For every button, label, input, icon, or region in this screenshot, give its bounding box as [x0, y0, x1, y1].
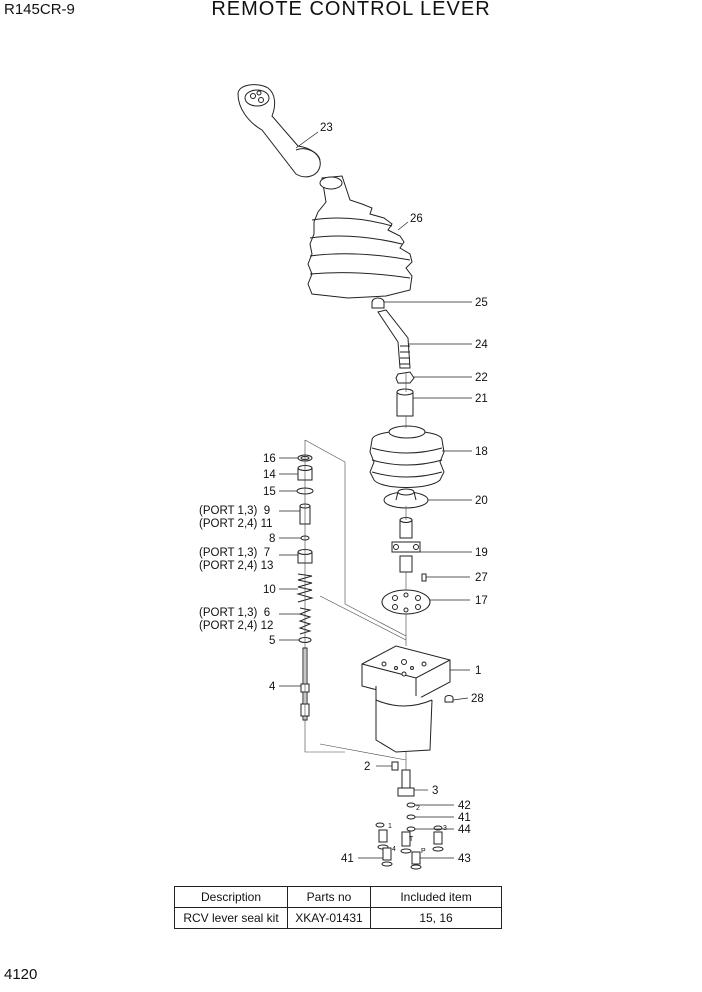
callout-27: 27: [475, 572, 488, 584]
nut: [395, 371, 415, 384]
callout-12: (PORT 2,4) 12: [199, 620, 273, 632]
port-mark-3: 3: [443, 825, 447, 832]
callout-13: (PORT 2,4) 13: [199, 560, 273, 572]
callout-8: 8: [269, 533, 275, 545]
small-plug: [444, 695, 454, 703]
callout-3: 3: [432, 785, 438, 797]
callout-16: 16: [263, 453, 276, 465]
callout-17: 17: [475, 595, 488, 607]
callout-14: 14: [263, 469, 276, 481]
leader-lines: [279, 131, 472, 859]
rubber-boot: [307, 175, 413, 299]
callout-18: 18: [475, 446, 488, 458]
spring-6: [298, 607, 312, 635]
fitting-T: [400, 831, 412, 854]
table-row: RCV lever seal kit XKAY-01431 15, 16: [174, 907, 502, 929]
callout-2: 2: [364, 761, 370, 773]
callout-43: 43: [458, 853, 471, 865]
pin: [421, 573, 427, 582]
page-number: 4120: [4, 966, 38, 983]
callout-1: 1: [475, 665, 481, 677]
spring-10: [296, 573, 314, 603]
callout-21: 21: [475, 393, 488, 405]
header-included-item: Included item: [370, 886, 502, 908]
header-description: Description: [174, 886, 288, 908]
callout-5: 5: [269, 635, 275, 647]
plate-disc: [381, 589, 431, 615]
callout-24: 24: [475, 339, 488, 351]
plug: [391, 761, 399, 771]
port-mark-1: 1: [388, 823, 392, 830]
callout-28: 28: [471, 693, 484, 705]
callout-25: 25: [475, 297, 488, 309]
fitting-4: [381, 847, 393, 867]
page-title: REMOTE CONTROL LEVER: [211, 0, 491, 20]
fitting-P: [410, 851, 422, 870]
callout-20: 20: [475, 495, 488, 507]
casing: [361, 645, 451, 753]
callout-15: 15: [263, 486, 276, 498]
port-mark-4: 4: [392, 846, 396, 853]
cell-included-item: 15, 16: [370, 907, 502, 929]
port-mark-2: 2: [416, 805, 420, 812]
fitting-1: [377, 829, 389, 850]
callout-7: (PORT 1,3) 7: [199, 547, 270, 559]
callout-6: (PORT 1,3) 6: [199, 607, 270, 619]
bellows-boot: [369, 425, 445, 488]
callout-22: 22: [475, 372, 488, 384]
rod-cap: [371, 297, 385, 309]
seal-kit-table: Description Parts no Included item RCV l…: [174, 886, 502, 929]
callout-42: 42: [458, 800, 471, 812]
cell-description: RCV lever seal kit: [174, 907, 288, 929]
callout-10: 10: [263, 584, 276, 596]
header-parts-no: Parts no: [287, 886, 371, 908]
bottom-shaft: [397, 769, 415, 797]
guide-plate: [383, 488, 429, 509]
callout-41-lower: 41: [341, 853, 354, 865]
callout-26: 26: [410, 213, 423, 225]
callout-41-upper: 41: [458, 812, 471, 824]
universal-joint: [391, 517, 421, 573]
callout-44: 44: [458, 824, 471, 836]
callout-11: (PORT 2,4) 11: [199, 518, 273, 530]
model-code: R145CR-9: [4, 1, 75, 18]
fitting-3: [432, 831, 444, 852]
cell-parts-no: XKAY-01431: [287, 907, 371, 929]
callout-4: 4: [269, 681, 276, 693]
lever-grip: [237, 84, 321, 178]
callout-23: 23: [320, 122, 333, 134]
table-header-row: Description Parts no Included item: [174, 886, 502, 908]
sleeve: [396, 388, 414, 417]
callout-9: (PORT 1,3) 9: [199, 505, 270, 517]
port-mark-T: T: [409, 836, 414, 843]
port-mark-P: P: [421, 848, 426, 855]
guide-lines: [304, 372, 407, 770]
callout-19: 19: [475, 547, 488, 559]
lever-rod: [377, 309, 411, 369]
